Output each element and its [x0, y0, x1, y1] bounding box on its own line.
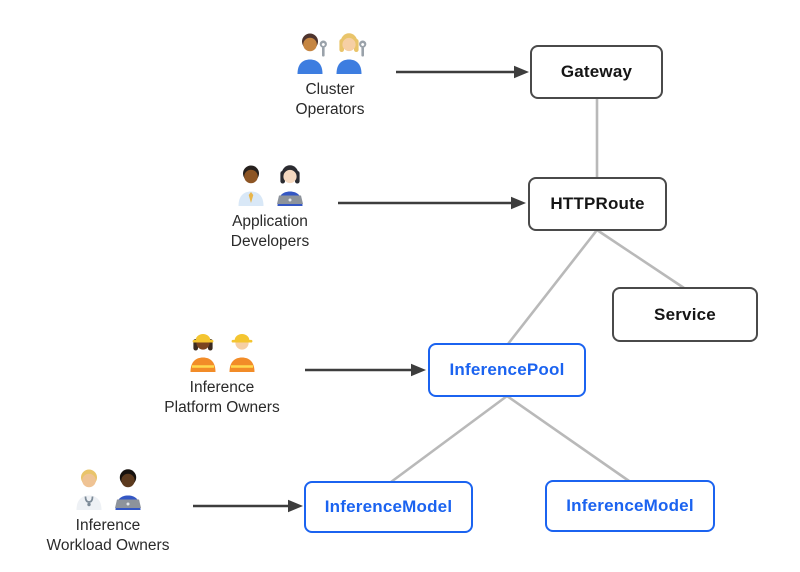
- node-inferencepool: InferencePool: [428, 343, 586, 397]
- actor-inference-platform-owners: Inference Platform Owners: [132, 328, 312, 418]
- cluster-operators-icons: [240, 30, 420, 74]
- cluster-operators-label: Cluster Operators: [240, 80, 420, 120]
- node-inferencemodel-right-label: InferenceModel: [566, 496, 694, 515]
- inference-workload-owners-label: Inference Workload Owners: [18, 516, 198, 556]
- node-inferencemodel-right: InferenceModel: [545, 480, 715, 532]
- node-inferencemodel-left: InferenceModel: [304, 481, 473, 533]
- arrow-cluster-operators-gateway: [396, 65, 529, 79]
- inference-workload-owners-label-line2: Workload Owners: [46, 537, 170, 554]
- actor-inference-workload-owners: Inference Workload Owners: [18, 466, 198, 556]
- arrow-inference-platform-owners-inferencepool: [305, 363, 426, 377]
- edge-inferencepool-inferencemodel-left: [390, 394, 508, 484]
- application-developers-label-line1: Application: [232, 213, 308, 230]
- inference-workload-owners-icons: [18, 466, 198, 510]
- man-technologist-icon: [114, 469, 141, 510]
- cluster-operators-label-line1: Cluster: [305, 81, 355, 98]
- application-developers-label-line2: Developers: [230, 233, 310, 250]
- actor-application-developers: Application Developers: [180, 162, 360, 252]
- node-gateway: Gateway: [530, 45, 663, 99]
- inference-platform-owners-label-line2: Platform Owners: [164, 399, 280, 416]
- woman-construction-worker-icon: [190, 334, 215, 372]
- man-office-worker-icon: [238, 165, 263, 206]
- cluster-operators-label-line2: Operators: [295, 101, 365, 118]
- edge-httproute-service: [596, 228, 685, 290]
- arrow-inference-workload-owners-inferencemodel: [193, 499, 303, 513]
- node-service-label: Service: [654, 304, 716, 324]
- inference-platform-owners-icons: [132, 328, 312, 372]
- edge-httproute-inferencepool: [506, 229, 599, 345]
- woman-technologist-icon: [276, 165, 303, 206]
- node-inferencepool-label: InferencePool: [449, 360, 565, 379]
- inference-platform-owners-label: Inference Platform Owners: [132, 378, 312, 418]
- node-gateway-label: Gateway: [560, 62, 633, 81]
- health-worker-icon: [76, 469, 101, 510]
- edge-inferencepool-inferencemodel-right: [506, 394, 630, 483]
- application-developers-icons: [180, 162, 360, 206]
- node-inferencemodel-left-label: InferenceModel: [324, 497, 453, 516]
- woman-mechanic-icon: [336, 33, 366, 74]
- inference-platform-owners-label-line1: Inference: [189, 379, 255, 396]
- actor-cluster-operators: Cluster Operators: [240, 30, 420, 120]
- application-developers-label: Application Developers: [180, 212, 360, 252]
- node-httproute-label: HTTPRoute: [550, 194, 645, 213]
- man-construction-worker-icon: [229, 334, 254, 372]
- inference-workload-owners-label-line1: Inference: [75, 517, 141, 534]
- man-mechanic-icon: [297, 33, 327, 74]
- arrow-application-developers-httproute: [338, 196, 526, 210]
- node-httproute: HTTPRoute: [528, 177, 667, 231]
- node-service: Service: [612, 287, 758, 342]
